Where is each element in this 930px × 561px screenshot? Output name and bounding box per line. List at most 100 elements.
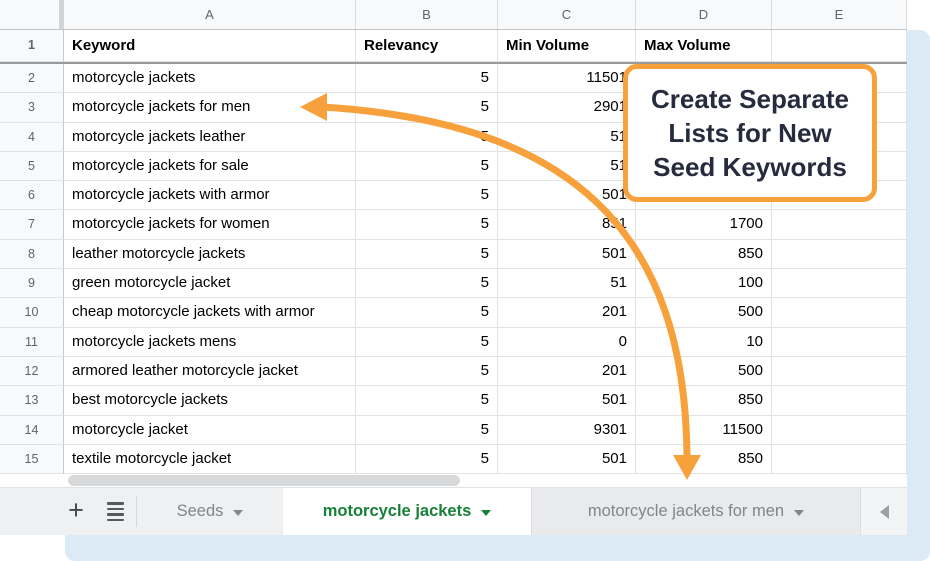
- cell-empty[interactable]: [772, 386, 907, 416]
- row-number[interactable]: 1: [0, 30, 64, 62]
- cell-relevancy[interactable]: 5: [356, 415, 498, 445]
- row-number[interactable]: 2: [0, 64, 64, 94]
- tab-seeds[interactable]: Seeds: [137, 488, 283, 535]
- chevron-down-icon[interactable]: [233, 509, 244, 516]
- horizontal-scrollbar-thumb[interactable]: [68, 475, 460, 486]
- cell-keyword[interactable]: motorcycle jackets for men: [64, 93, 356, 123]
- cell-relevancy[interactable]: 5: [356, 356, 498, 387]
- cell-keyword[interactable]: motorcycle jackets for sale: [64, 151, 356, 182]
- row-number[interactable]: 4: [0, 122, 64, 152]
- scroll-tabs-left-button[interactable]: [861, 488, 907, 535]
- cell-keyword[interactable]: best motorcycle jackets: [64, 386, 356, 416]
- cell-max-volume[interactable]: 850: [636, 239, 772, 270]
- cell-min-volume[interactable]: 51: [498, 269, 636, 299]
- cell-max-volume[interactable]: 100: [636, 269, 772, 299]
- cell-empty[interactable]: [772, 444, 907, 475]
- select-all-corner[interactable]: [0, 0, 64, 29]
- cell-keyword[interactable]: motorcycle jacket: [64, 415, 356, 445]
- cell-min-volume[interactable]: 851: [498, 210, 636, 240]
- row-number[interactable]: 8: [0, 239, 64, 270]
- cell-keyword[interactable]: motorcycle jackets: [64, 64, 356, 94]
- cell-empty[interactable]: [772, 30, 907, 62]
- cell-min-volume[interactable]: 501: [498, 444, 636, 475]
- cell-relevancy[interactable]: 5: [356, 239, 498, 270]
- cell-relevancy[interactable]: 5: [356, 151, 498, 182]
- cell-relevancy[interactable]: 5: [356, 444, 498, 475]
- cell-keyword[interactable]: motorcycle jackets with armor: [64, 181, 356, 211]
- cell-min-volume[interactable]: 0: [498, 327, 636, 357]
- cell-relevancy[interactable]: 5: [356, 122, 498, 152]
- cell-min-volume[interactable]: 501: [498, 386, 636, 416]
- chevron-down-icon[interactable]: [481, 509, 492, 516]
- header-relevancy[interactable]: Relevancy: [356, 30, 498, 62]
- cell-max-volume[interactable]: 500: [636, 356, 772, 387]
- cell-relevancy[interactable]: 5: [356, 386, 498, 416]
- all-sheets-icon[interactable]: [94, 488, 136, 535]
- cell-empty[interactable]: [772, 415, 907, 445]
- column-header-a[interactable]: A: [64, 0, 356, 29]
- cell-empty[interactable]: [772, 356, 907, 387]
- cell-min-volume[interactable]: 201: [498, 356, 636, 387]
- column-header-c[interactable]: C: [498, 0, 636, 29]
- chevron-down-icon[interactable]: [794, 509, 805, 516]
- cell-keyword[interactable]: motorcycle jackets leather: [64, 122, 356, 152]
- row-number[interactable]: 6: [0, 181, 64, 211]
- cell-keyword[interactable]: cheap motorcycle jackets with armor: [64, 298, 356, 328]
- header-min-volume[interactable]: Min Volume: [498, 30, 636, 62]
- cell-keyword[interactable]: green motorcycle jacket: [64, 269, 356, 299]
- cell-empty[interactable]: [772, 181, 907, 211]
- cell-min-volume[interactable]: 9301: [498, 415, 636, 445]
- row-number[interactable]: 12: [0, 356, 64, 387]
- row-number[interactable]: 7: [0, 210, 64, 240]
- sheet-tab-bar: + Seeds motorcycle jackets motorcycle ja…: [0, 487, 907, 535]
- cell-empty[interactable]: [772, 327, 907, 357]
- cell-keyword[interactable]: motorcycle jackets mens: [64, 327, 356, 357]
- table-row: 15 textile motorcycle jacket 5 501 850: [0, 444, 907, 475]
- row-number[interactable]: 14: [0, 415, 64, 445]
- horizontal-scrollbar[interactable]: [0, 474, 907, 487]
- cell-empty[interactable]: [772, 269, 907, 299]
- cell-max-volume[interactable]: 500: [636, 298, 772, 328]
- row-number[interactable]: 3: [0, 93, 64, 123]
- cell-empty[interactable]: [772, 298, 907, 328]
- cell-min-volume[interactable]: 2901: [498, 93, 636, 123]
- cell-min-volume[interactable]: 501: [498, 181, 636, 211]
- cell-empty[interactable]: [772, 239, 907, 270]
- row-number[interactable]: 15: [0, 444, 64, 475]
- cell-keyword[interactable]: textile motorcycle jacket: [64, 444, 356, 475]
- cell-max-volume[interactable]: 10: [636, 327, 772, 357]
- row-number[interactable]: 11: [0, 327, 64, 357]
- column-header-d[interactable]: D: [636, 0, 772, 29]
- tab-motorcycle-jackets-for-men[interactable]: motorcycle jackets for men: [531, 488, 861, 535]
- cell-relevancy[interactable]: 5: [356, 327, 498, 357]
- cell-relevancy[interactable]: 5: [356, 64, 498, 94]
- cell-relevancy[interactable]: 5: [356, 93, 498, 123]
- cell-min-volume[interactable]: 51: [498, 122, 636, 152]
- column-header-b[interactable]: B: [356, 0, 498, 29]
- cell-empty[interactable]: [772, 210, 907, 240]
- cell-relevancy[interactable]: 5: [356, 210, 498, 240]
- cell-max-volume[interactable]: 11500: [636, 415, 772, 445]
- column-header-e[interactable]: E: [772, 0, 907, 29]
- cell-relevancy[interactable]: 5: [356, 298, 498, 328]
- cell-min-volume[interactable]: 201: [498, 298, 636, 328]
- cell-min-volume[interactable]: 11501: [498, 64, 636, 94]
- header-keyword[interactable]: Keyword: [64, 30, 356, 62]
- row-number[interactable]: 10: [0, 298, 64, 328]
- cell-min-volume[interactable]: 51: [498, 151, 636, 182]
- cell-keyword[interactable]: motorcycle jackets for women: [64, 210, 356, 240]
- cell-max-volume[interactable]: 850: [636, 386, 772, 416]
- cell-min-volume[interactable]: 501: [498, 239, 636, 270]
- add-sheet-button[interactable]: +: [68, 494, 84, 525]
- cell-keyword[interactable]: armored leather motorcycle jacket: [64, 356, 356, 387]
- cell-relevancy[interactable]: 5: [356, 269, 498, 299]
- row-number[interactable]: 9: [0, 269, 64, 299]
- cell-keyword[interactable]: leather motorcycle jackets: [64, 239, 356, 270]
- row-number[interactable]: 5: [0, 151, 64, 182]
- row-number[interactable]: 13: [0, 386, 64, 416]
- cell-max-volume[interactable]: 1700: [636, 210, 772, 240]
- header-max-volume[interactable]: Max Volume: [636, 30, 772, 62]
- cell-max-volume[interactable]: 850: [636, 444, 772, 475]
- tab-motorcycle-jackets[interactable]: motorcycle jackets: [283, 488, 531, 535]
- cell-relevancy[interactable]: 5: [356, 181, 498, 211]
